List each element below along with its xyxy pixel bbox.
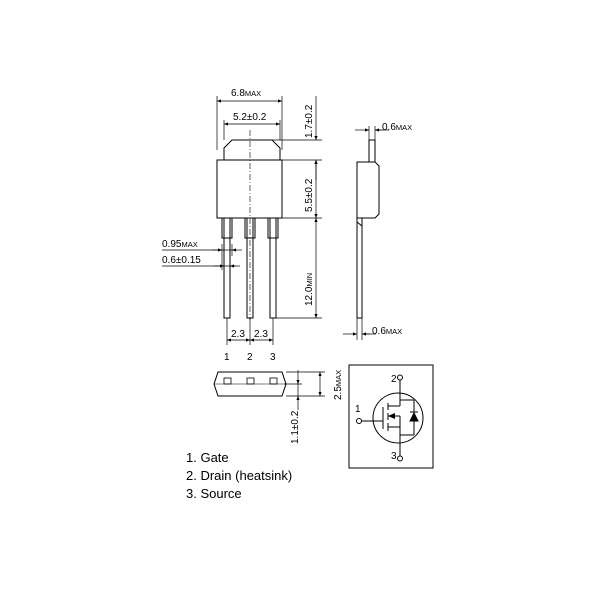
dim-side-tab-thickness: 0.6MAX bbox=[382, 122, 412, 133]
side-view bbox=[356, 139, 380, 319]
symbol-frame bbox=[348, 364, 434, 469]
front-body bbox=[216, 159, 283, 219]
dim-side-lead-thickness: 0.6MAX bbox=[372, 326, 402, 337]
dim-lead-length: 12.0MIN bbox=[304, 273, 315, 306]
symbol-channel-arrow bbox=[388, 413, 395, 419]
legend-gate: 1. Gate bbox=[186, 450, 229, 465]
side-body bbox=[356, 161, 380, 219]
front-lead-1 bbox=[223, 217, 231, 319]
side-tab bbox=[368, 139, 376, 163]
dim-pitch-left: 2.3 bbox=[231, 329, 245, 340]
symbol-pin-drain: 2 bbox=[391, 374, 397, 385]
symbol-circle bbox=[372, 392, 424, 444]
pin-number-3: 3 bbox=[270, 352, 276, 363]
symbol-pin-gate: 1 bbox=[355, 404, 361, 415]
mosfet-symbol bbox=[348, 364, 434, 469]
dim-tab-height: 1.7±0.2 bbox=[304, 104, 315, 138]
dim-lead-width-max: 0.95MAX bbox=[162, 239, 198, 250]
dim-overall-width: 6.8MAX bbox=[231, 88, 261, 99]
front-tab bbox=[223, 139, 281, 160]
bottom-view bbox=[213, 371, 287, 397]
pin-number-2: 2 bbox=[247, 352, 253, 363]
front-lead-3 bbox=[269, 217, 277, 319]
dim-bottom-standoff: 1.1±0.2 bbox=[290, 410, 301, 444]
legend-drain: 2. Drain (heatsink) bbox=[186, 468, 293, 483]
pin-legend: 1. Gate 2. Drain (heatsink) 3. Source bbox=[186, 449, 292, 503]
dim-bottom-height: 2.5MAX bbox=[333, 370, 344, 400]
dim-lead-width: 0.6±0.15 bbox=[162, 255, 201, 266]
pin-number-1: 1 bbox=[224, 352, 230, 363]
dim-body-height: 5.5±0.2 bbox=[304, 178, 315, 212]
dim-pitch-right: 2.3 bbox=[254, 329, 268, 340]
dim-tab-width: 5.2±0.2 bbox=[233, 112, 267, 123]
front-view bbox=[216, 130, 283, 320]
front-dimension-lines bbox=[162, 96, 322, 345]
side-lead bbox=[356, 217, 363, 319]
legend-source: 3. Source bbox=[186, 486, 242, 501]
symbol-pin-source: 3 bbox=[391, 451, 397, 462]
